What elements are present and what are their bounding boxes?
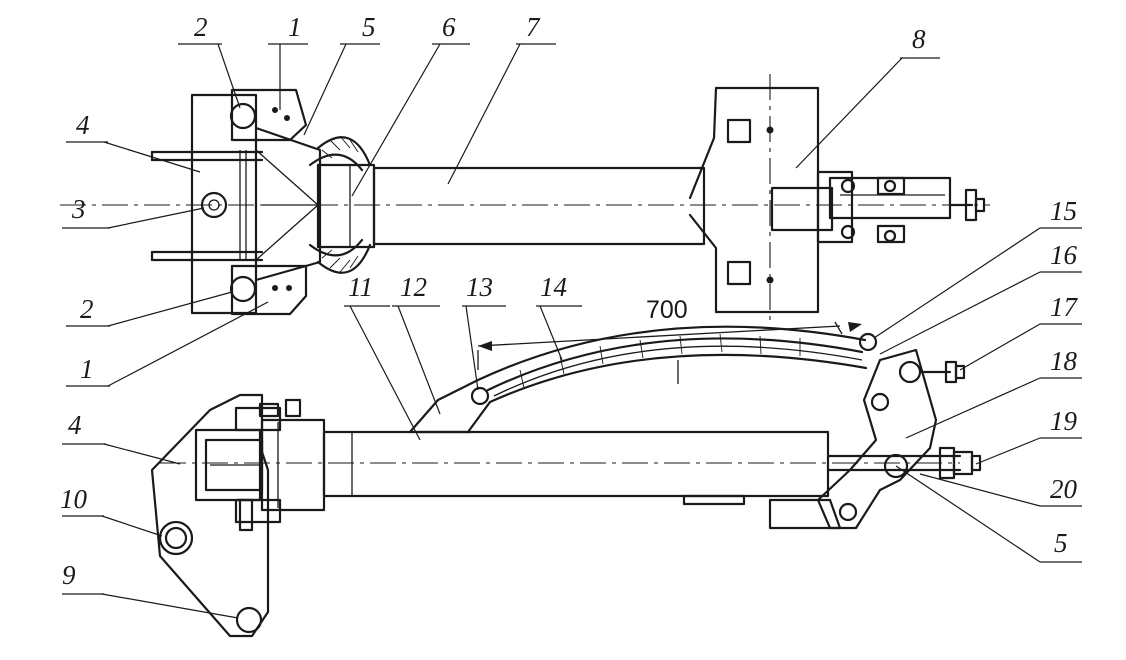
part-number-labels: 2 1 5 6 7 8 4 3 2 1 11 12 13 14 700 15 1…	[60, 12, 1079, 590]
label-16: 16	[1050, 240, 1078, 270]
label-20: 20	[1050, 474, 1078, 504]
label-8: 8	[912, 24, 926, 54]
bottom-view	[150, 321, 982, 638]
label-18: 18	[1050, 346, 1078, 376]
label-5-bottom: 5	[1054, 528, 1068, 558]
label-5-top: 5	[362, 12, 376, 42]
label-7: 7	[526, 12, 541, 42]
label-6: 6	[442, 12, 456, 42]
label-1-top: 1	[288, 12, 302, 42]
label-13: 13	[466, 272, 493, 302]
label-17: 17	[1050, 292, 1079, 322]
label-4-top: 4	[76, 110, 90, 140]
label-3: 3	[71, 194, 86, 224]
dimension-700: 700	[646, 296, 688, 324]
leader-lines	[62, 43, 1082, 619]
label-9: 9	[62, 560, 76, 590]
label-11: 11	[348, 272, 373, 302]
label-2-top: 2	[194, 12, 208, 42]
label-14: 14	[540, 272, 567, 302]
label-15: 15	[1050, 196, 1077, 226]
label-2-bottom: 2	[80, 294, 94, 324]
label-12: 12	[400, 272, 427, 302]
label-19: 19	[1050, 406, 1078, 436]
label-10: 10	[60, 484, 88, 514]
top-view	[60, 74, 990, 320]
label-4-bottom: 4	[68, 410, 82, 440]
label-1-bottom: 1	[80, 354, 94, 384]
